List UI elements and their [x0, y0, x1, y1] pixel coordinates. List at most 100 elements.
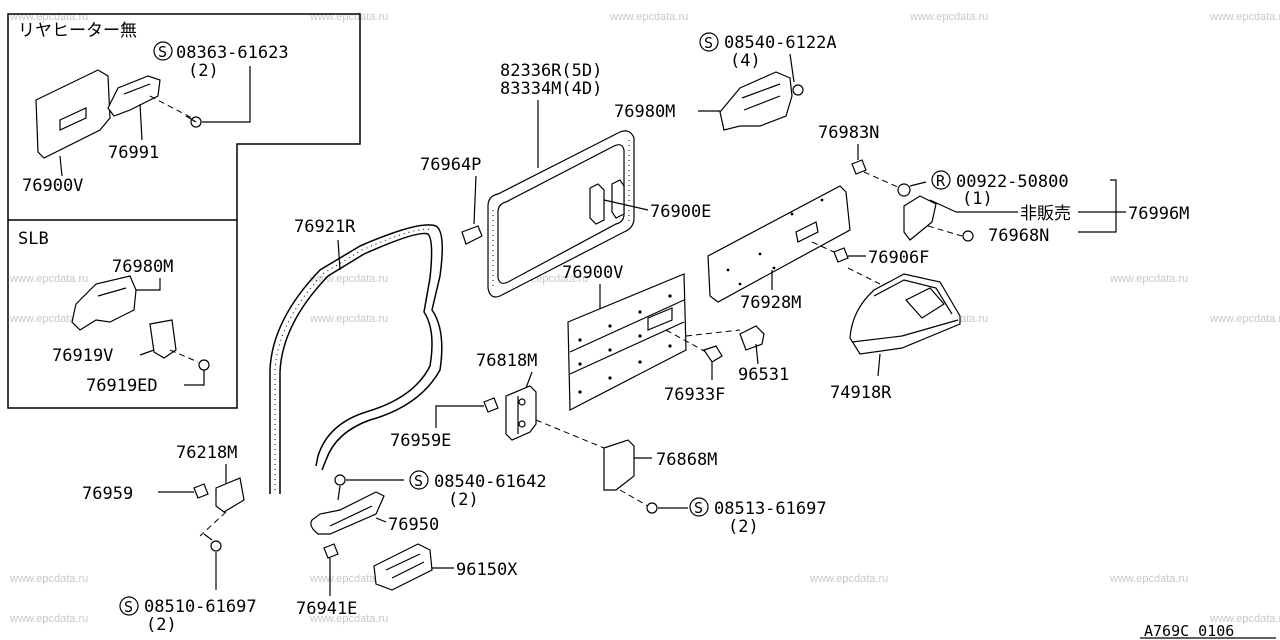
- clip-76959: [193, 483, 209, 499]
- watermark: www.epcdata.ru: [309, 573, 388, 585]
- hinge-76818m: [505, 385, 537, 441]
- watermark: www.epcdata.ru: [9, 573, 88, 585]
- s-circle-icon: [689, 497, 709, 517]
- grommet-96531: [739, 325, 765, 351]
- strip-76900e: [589, 183, 605, 225]
- clip-76933f: [703, 345, 723, 363]
- qty-08513-61697: (2): [728, 517, 759, 537]
- cover-74918r: [849, 273, 961, 355]
- symbol-s: S: [694, 499, 703, 517]
- qty-08363-61623: (2): [188, 61, 219, 81]
- label-08540-61642: 08540-61642: [434, 472, 547, 492]
- label-82336r: 82336R(5D): [500, 61, 602, 81]
- inset-rear-heater: リヤヒーター無 76900V 76991 S 08363-61623 (2): [18, 21, 289, 196]
- symbol-s: S: [124, 598, 133, 616]
- label-96150x: 96150X: [456, 560, 518, 580]
- watermark: www.epcdata.ru: [1109, 273, 1188, 285]
- watermark: www.epcdata.ru: [9, 613, 88, 625]
- watermark: www.epcdata.ru: [1209, 313, 1280, 325]
- label-96531: 96531: [738, 365, 789, 385]
- watermark: www.epcdata.ru: [9, 273, 88, 285]
- bracket-76996m: [903, 195, 937, 241]
- label-76218m: 76218M: [176, 443, 237, 463]
- label-76959e: 76959E: [390, 431, 451, 451]
- symbol-s: S: [414, 472, 423, 490]
- label-08510-61697: 08510-61697: [144, 597, 257, 617]
- watermark: www.epcdata.ru: [1109, 573, 1188, 585]
- qty-08540-6122a: (4): [730, 51, 761, 71]
- label-00922-50800: 00922-50800: [956, 172, 1069, 192]
- label-76928m: 76928M: [740, 293, 801, 313]
- label-76950: 76950: [388, 515, 439, 535]
- bolt-08513-icon: [646, 502, 658, 514]
- watermark: www.epcdata.ru: [309, 313, 388, 325]
- clip-icon: [198, 359, 210, 371]
- clip-76906f: [833, 247, 849, 263]
- label-76959: 76959: [82, 484, 133, 504]
- weatherstrip-76921r: [269, 224, 443, 494]
- clip-76959e: [483, 397, 499, 413]
- label-76900v: 76900V: [22, 176, 83, 196]
- label-08513-61697: 08513-61697: [714, 499, 827, 519]
- s-circle-icon: [409, 470, 429, 490]
- label-76933f: 76933F: [664, 385, 725, 405]
- bolt-08510-icon: [210, 540, 222, 552]
- label-76964p: 76964P: [420, 155, 481, 175]
- r-circle-icon: [931, 170, 951, 190]
- sill-76950: [310, 491, 385, 535]
- qty-08510-61697: (2): [146, 615, 177, 635]
- bolt-76968n-icon: [962, 230, 974, 242]
- s-circle-icon: [153, 41, 173, 61]
- watermark: www.epcdata.ru: [309, 613, 388, 625]
- watermark: www.epcdata.ru: [1209, 613, 1280, 625]
- insulator-96150x: [373, 543, 433, 591]
- clip-76983n: [851, 159, 867, 175]
- label-08540-6122a: 08540-6122A: [724, 33, 837, 53]
- bracket-76980m: [719, 71, 793, 131]
- bolt-08540-6122a-icon: [792, 84, 804, 96]
- inset-title-slb: SLB: [18, 229, 49, 249]
- bolt-08540-61642-icon: [334, 474, 346, 486]
- qty-00922-50800: (1): [962, 189, 993, 209]
- qty-08540-61642: (2): [448, 490, 479, 510]
- label-76996m: 76996M: [1128, 204, 1189, 224]
- label-08363-61623: 08363-61623: [176, 43, 289, 63]
- bracket-76218m: [215, 477, 245, 513]
- grommet-00922-icon: [897, 183, 911, 197]
- label-76919ed: 76919ED: [86, 376, 158, 396]
- label-76921r: 76921R: [294, 217, 356, 237]
- label-76900e: 76900E: [650, 202, 711, 222]
- clip-76941e: [323, 543, 339, 559]
- clip-76964p: [461, 225, 483, 245]
- symbol-s: S: [158, 43, 167, 61]
- watermark: www.epcdata.ru: [909, 11, 988, 23]
- bracket-76991: [107, 75, 161, 117]
- plate-76919v: [149, 319, 177, 359]
- inset-slb: SLB 76980M 76919V 76919ED: [18, 229, 210, 396]
- label-76941e: 76941E: [296, 599, 357, 619]
- watermark: www.epcdata.ru: [609, 11, 688, 23]
- label-76968n: 76968N: [988, 226, 1049, 246]
- label-76980m: 76980M: [614, 102, 675, 122]
- diagram-code: A769C 0106: [1144, 622, 1234, 640]
- label-76900v: 76900V: [562, 263, 623, 283]
- label-76868m: 76868M: [656, 450, 717, 470]
- watermark-layer: www.epcdata.ru www.epcdata.ru www.epcdat…: [9, 11, 1280, 625]
- watermark: www.epcdata.ru: [809, 573, 888, 585]
- label-76980m-slb: 76980M: [112, 257, 173, 277]
- label-not-for-sale: 非販売: [1020, 204, 1071, 224]
- label-76818m: 76818M: [476, 351, 537, 371]
- watermark: www.epcdata.ru: [9, 313, 88, 325]
- s-circle-icon: [119, 596, 139, 616]
- label-76906f: 76906F: [868, 248, 929, 268]
- label-76991: 76991: [108, 143, 159, 163]
- s-circle-icon: [699, 32, 719, 52]
- label-74918r: 74918R: [830, 383, 892, 403]
- symbol-r: R: [936, 172, 946, 190]
- watermark: www.epcdata.ru: [309, 11, 388, 23]
- inset-title-rear-heater: リヤヒーター無: [18, 21, 137, 41]
- trim-panel-76900v: [567, 273, 687, 411]
- cover-76868m: [603, 439, 635, 491]
- label-76983n: 76983N: [818, 123, 879, 143]
